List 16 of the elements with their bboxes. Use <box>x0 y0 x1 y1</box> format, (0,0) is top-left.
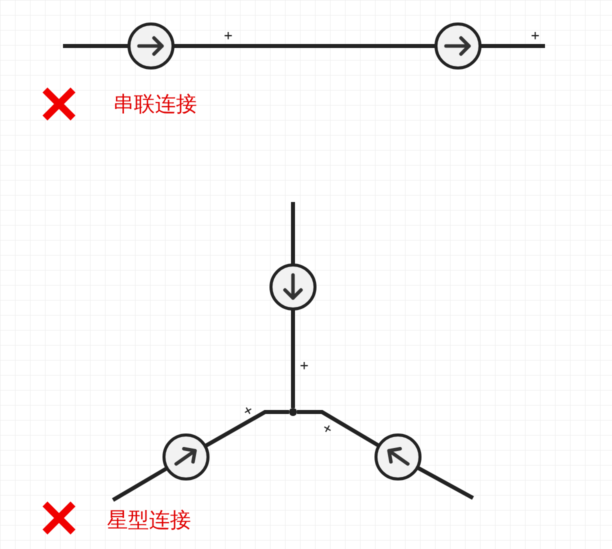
wire <box>63 44 128 48</box>
wire <box>205 410 289 448</box>
caption-text: 星型连接 <box>107 508 191 532</box>
wire <box>112 466 168 502</box>
wire <box>291 310 295 408</box>
polarity-mark: + <box>241 402 256 420</box>
polarity-mark: + <box>531 29 540 43</box>
wire <box>174 44 435 48</box>
polarity-mark: + <box>300 359 308 373</box>
wire <box>297 410 380 448</box>
polarity-mark: + <box>224 29 232 43</box>
wire <box>481 44 545 48</box>
caption-text: 串联连接 <box>113 92 197 116</box>
wire <box>291 202 295 264</box>
wire <box>417 466 474 500</box>
polarity-mark: + <box>320 420 334 438</box>
